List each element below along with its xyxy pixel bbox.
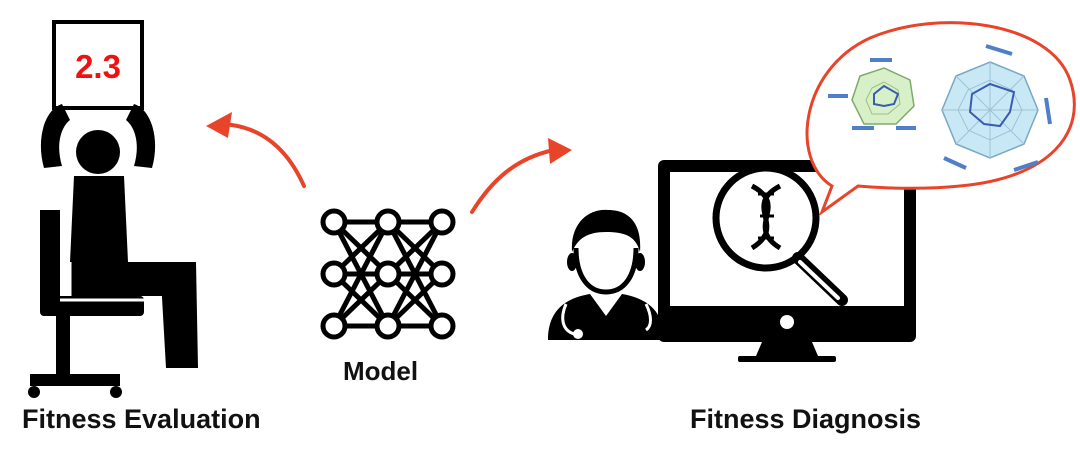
network-node — [320, 260, 348, 288]
score-value: 2.3 — [75, 48, 121, 85]
arrow-to-diagnosis — [470, 138, 572, 214]
network-node — [374, 260, 402, 288]
network-node — [428, 208, 456, 236]
doctor-icon — [548, 209, 664, 340]
score-sign — [52, 20, 144, 110]
seated-person-holding-sign-icon: 2.3 — [28, 20, 198, 398]
network-node — [428, 312, 456, 340]
fitness-evaluation-label: Fitness Evaluation — [22, 404, 261, 434]
radar-small — [828, 58, 916, 130]
network-node — [428, 260, 456, 288]
network-node — [374, 208, 402, 236]
fitness-diagnosis-label: Fitness Diagnosis — [690, 404, 922, 434]
arrow-to-evaluation — [206, 112, 306, 188]
network-node — [320, 208, 348, 236]
radar-chart-icon — [828, 44, 1052, 172]
radar-large — [941, 44, 1052, 172]
network-node — [320, 312, 348, 340]
network-node — [374, 312, 402, 340]
model-label: Model — [343, 356, 419, 386]
magnifier-dna-icon — [712, 164, 848, 306]
neural-network-icon — [320, 208, 456, 340]
